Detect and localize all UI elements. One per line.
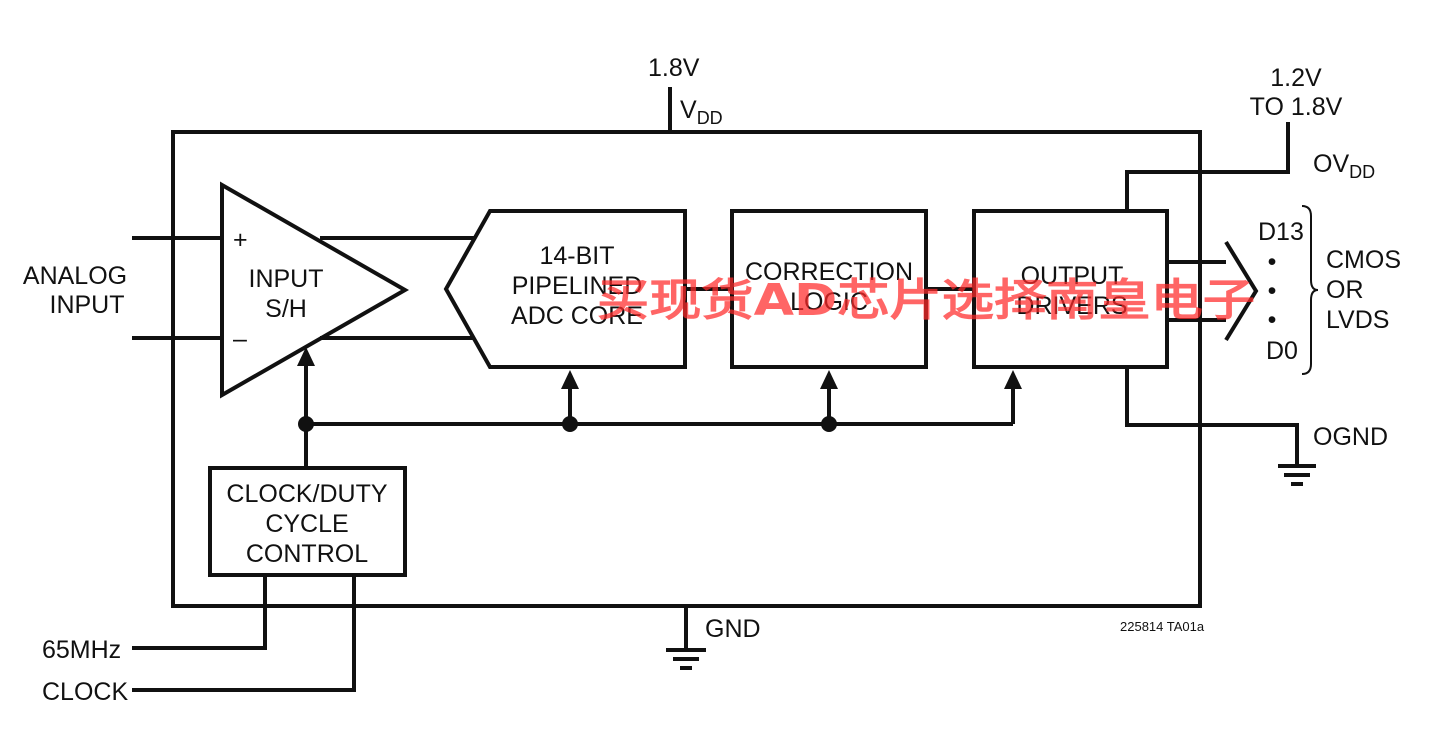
- adc-core-label-line2: PIPELINED: [512, 272, 643, 300]
- analog-input-label-line1: ANALOG: [23, 262, 127, 290]
- clock-label-line2: CLOCK: [42, 678, 128, 706]
- adc-core-label-line3: ADC CORE: [511, 302, 643, 330]
- clock-control-label-line1: CLOCK/DUTY: [226, 480, 387, 508]
- output-msb-label: D13: [1258, 218, 1304, 246]
- output-format-line2: OR: [1326, 276, 1364, 304]
- ognd-label: OGND: [1313, 423, 1388, 451]
- output-dot-2: •: [1268, 277, 1277, 305]
- ovdd-supply-line: [1125, 122, 1290, 211]
- ognd-line: [1125, 367, 1299, 466]
- vdd-label-main: V: [680, 96, 697, 124]
- ovdd-label-subscript: DD: [1349, 162, 1375, 182]
- clock-arrow-sh-icon: [297, 347, 315, 366]
- adc-core-block: [443, 209, 687, 369]
- clock-label-line1: 65MHz: [42, 636, 121, 664]
- correction-logic-label-line1: CORRECTION: [745, 258, 913, 286]
- ovdd-voltage-line1: 1.2V: [1270, 64, 1322, 92]
- ovdd-voltage-line2: TO 1.8V: [1250, 93, 1343, 121]
- output-format-line1: CMOS: [1326, 246, 1401, 274]
- ovdd-label: OVDD: [1313, 150, 1375, 182]
- output-drivers-label-line2: DRIVERS: [1016, 292, 1127, 320]
- output-dot-1: •: [1268, 248, 1277, 276]
- output-lsb-label: D0: [1266, 337, 1298, 365]
- clock-control-label-line3: CONTROL: [246, 540, 368, 568]
- correction-logic-block: [730, 209, 928, 369]
- clock-arrow-adc-icon: [561, 370, 579, 389]
- sample-hold-plus: +: [233, 226, 248, 254]
- ovdd-label-main: OV: [1313, 150, 1349, 178]
- output-dot-3: •: [1268, 306, 1277, 334]
- sample-hold-label-line2: S/H: [265, 295, 307, 323]
- output-brace-icon: [1301, 205, 1319, 375]
- output-drivers-block: [972, 209, 1169, 369]
- clock-arrow-drivers-icon: [1004, 370, 1022, 389]
- adc-core-label-line1: 14-BIT: [539, 242, 614, 270]
- sample-hold-minus: –: [233, 325, 247, 353]
- clock-junction-3: [821, 416, 837, 432]
- figure-code: 225814 TA01a: [1120, 619, 1205, 634]
- sample-hold-amplifier: [220, 181, 410, 399]
- gnd-label: GND: [705, 615, 761, 643]
- ognd-ground-symbol: [1278, 464, 1316, 486]
- clock-input-line-2: [132, 575, 356, 692]
- output-bus-arrow-icon: [1224, 240, 1259, 342]
- watermark-text: 买现货AD芯片选择南皇电子: [597, 275, 1255, 326]
- gnd-ground-symbol: [666, 648, 706, 670]
- output-format-line3: LVDS: [1326, 306, 1389, 334]
- vdd-label: VDD: [680, 96, 723, 128]
- vdd-voltage: 1.8V: [648, 54, 700, 82]
- analog-input-label-line2: INPUT: [50, 291, 125, 319]
- correction-logic-label-line2: LOGIC: [790, 288, 868, 316]
- sample-hold-label-line1: INPUT: [249, 265, 324, 293]
- clock-junction-1: [298, 416, 314, 432]
- clock-control-label-line2: CYCLE: [265, 510, 348, 538]
- vdd-label-subscript: DD: [697, 108, 723, 128]
- clock-arrow-correction-icon: [820, 370, 838, 389]
- clock-junction-2: [562, 416, 578, 432]
- clock-input-line-1: [132, 575, 267, 650]
- output-drivers-label-line1: OUTPUT: [1021, 262, 1124, 290]
